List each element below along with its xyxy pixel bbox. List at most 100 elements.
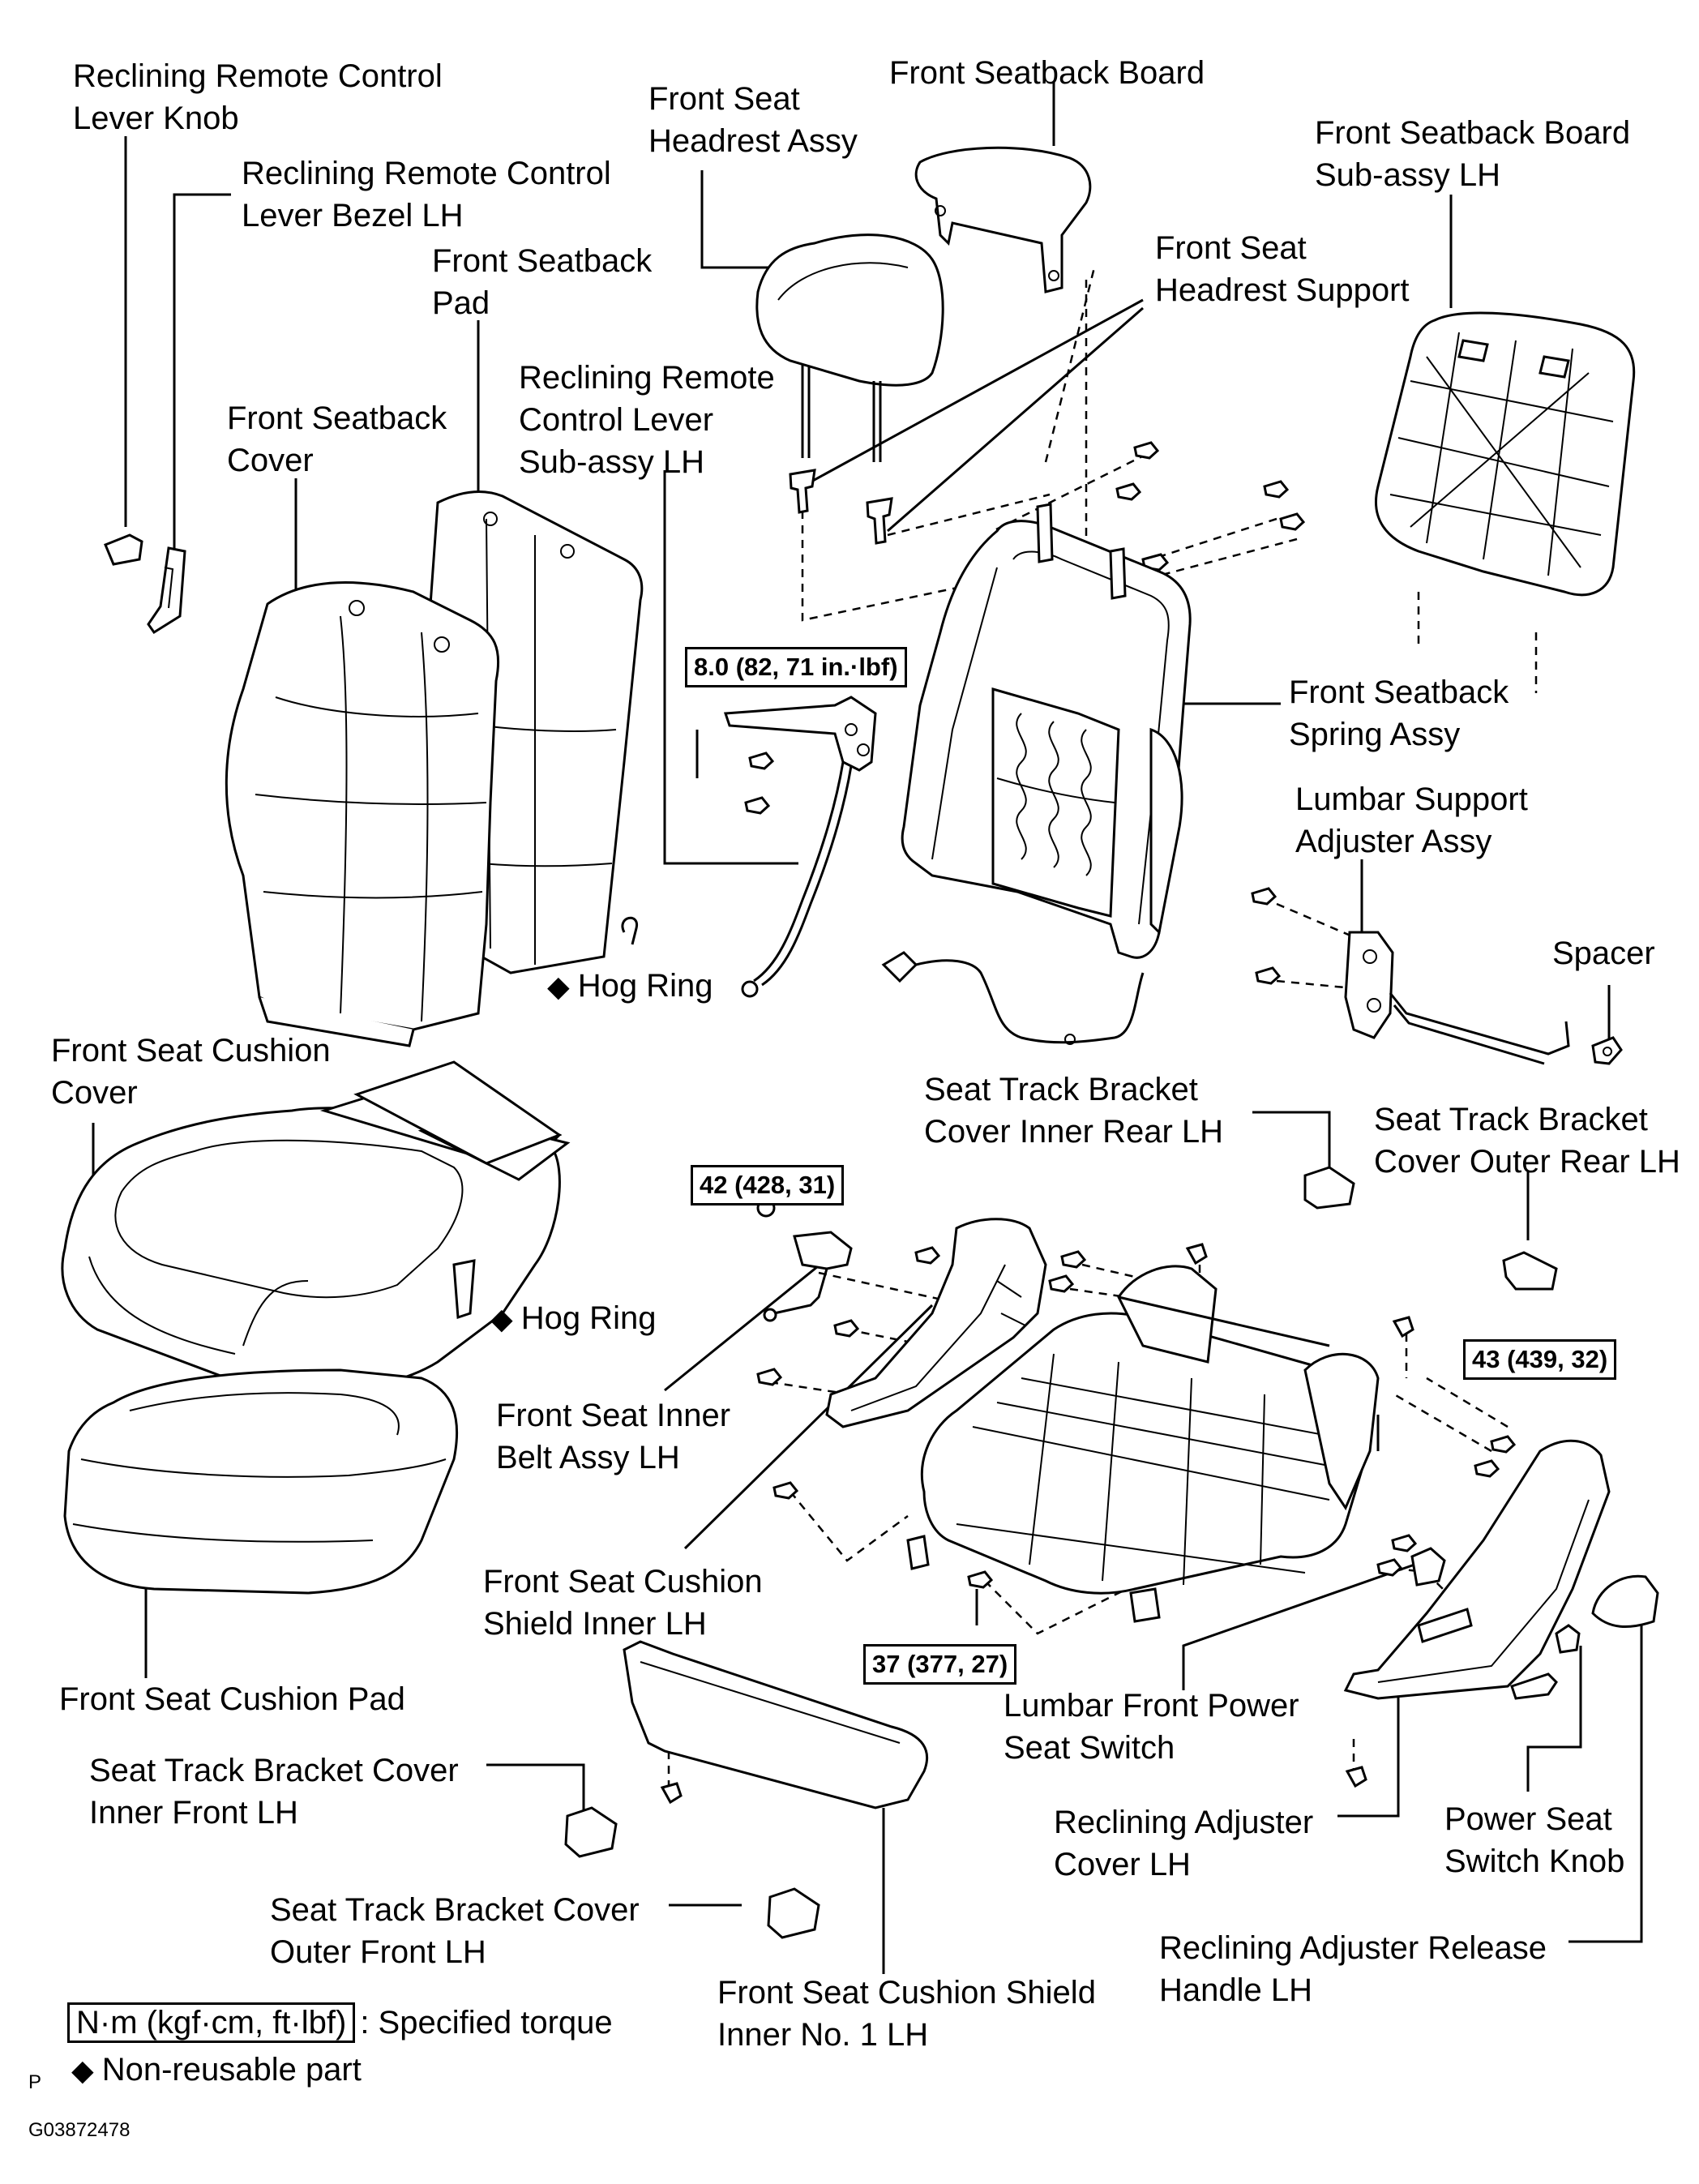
label-lever-subassy: Reclining Remote Control Lever Sub-assy …: [519, 357, 775, 483]
label-line: Sub-assy LH: [1315, 157, 1500, 193]
label-spring-assy: Front Seatback Spring Assy: [1289, 671, 1509, 756]
footer-code-letter: P: [28, 2071, 42, 2093]
label-release-handle: Reclining Adjuster Release Handle LH: [1159, 1927, 1547, 2011]
track-cover-inner-front-part: [564, 1806, 618, 1858]
label-track-inner-front: Seat Track Bracket Cover Inner Front LH: [89, 1749, 459, 1834]
legend-non-reusable: ◆Non-reusable part: [71, 2049, 362, 2092]
hog-ring-upper-icon: [621, 916, 638, 945]
label-cushion-pad: Front Seat Cushion Pad: [59, 1678, 405, 1720]
label-line: Front Seat Cushion: [483, 1564, 763, 1599]
label-inner-belt: Front Seat Inner Belt Assy LH: [496, 1394, 730, 1479]
label-line: Reclining Adjuster Release: [1159, 1930, 1547, 1966]
non-reusable-diamond-icon: ◆: [71, 2053, 94, 2087]
label-line: Control Lever: [519, 402, 714, 438]
seatback-frame-part: [901, 503, 1192, 959]
label-seatback-cover: Front Seatback Cover: [227, 397, 447, 482]
legend-torque-text: : Specified torque: [360, 2005, 613, 2041]
label-line: Cover: [51, 1075, 138, 1111]
seatback-board-subassy-part: [1374, 311, 1636, 597]
label-line: Power Seat: [1444, 1801, 1612, 1837]
label-hog-ring-upper: ◆Hog Ring: [547, 965, 713, 1008]
cushion-pad-part: [63, 1368, 459, 1595]
label-track-outer-front: Seat Track Bracket Cover Outer Front LH: [270, 1889, 640, 1973]
label-seatback-board: Front Seatback Board: [889, 52, 1205, 94]
label-line: Lumbar Front Power: [1004, 1688, 1299, 1724]
label-line: Cover Inner Rear LH: [924, 1114, 1224, 1150]
cushion-cover-part: [61, 1060, 571, 1396]
label-headrest-assy: Front Seat Headrest Assy: [648, 78, 858, 162]
label-line: Hog Ring: [577, 968, 713, 1004]
torque-box: 8.0 (82, 71 in.·lbf): [685, 647, 907, 687]
legend-non-reusable-text: Non-reusable part: [101, 2052, 362, 2088]
headrest-support-parts: [789, 469, 893, 545]
reclining-lever-subassy-part: [723, 696, 877, 998]
label-line: Inner Front LH: [89, 1795, 298, 1831]
spacer-part: [1591, 1036, 1623, 1065]
wire-harness: [881, 951, 1145, 1045]
label-line: Front Seatback: [1289, 674, 1509, 710]
label-line: Lever Knob: [73, 101, 239, 136]
label-line: Front Seat Cushion Pad: [59, 1681, 405, 1717]
label-line: Front Seat Inner: [496, 1398, 731, 1433]
legend-torque-box: N·m (kgf·cm, ft·lbf): [67, 2002, 356, 2043]
label-seatback-pad: Front Seatback Pad: [432, 240, 652, 324]
label-line: Outer Front LH: [270, 1934, 486, 1970]
reclining-adjuster-cover-part: [1343, 1439, 1611, 1700]
label-line: Front Seatback: [432, 243, 653, 279]
label-spacer: Spacer: [1552, 932, 1655, 974]
label-line: Front Seat Cushion Shield: [717, 1975, 1096, 2011]
headrest-part: [755, 233, 944, 462]
label-line: Spacer: [1552, 936, 1655, 971]
label-headrest-support: Front Seat Headrest Support: [1155, 227, 1410, 311]
label-line: Spring Assy: [1289, 717, 1461, 752]
label-line: Shield Inner LH: [483, 1606, 707, 1642]
seat-cushion-frame-part: [906, 1265, 1380, 1623]
label-line: Adjuster Assy: [1295, 824, 1492, 859]
label-line: Hog Ring: [520, 1300, 657, 1336]
cushion-shield-no1-part: [623, 1640, 929, 1809]
label-track-inner-rear: Seat Track Bracket Cover Inner Rear LH: [924, 1068, 1223, 1153]
lumbar-switch-part: [1410, 1547, 1446, 1587]
label-line: Lumbar Support: [1295, 782, 1528, 817]
label-line: Cover: [227, 443, 314, 478]
label-board-subassy: Front Seatback Board Sub-assy LH: [1315, 112, 1630, 196]
label-line: Seat Track Bracket Cover: [270, 1892, 640, 1928]
non-reusable-diamond-icon: ◆: [547, 970, 570, 1003]
label-line: Pad: [432, 285, 490, 321]
label-line: Lever Bezel LH: [242, 198, 464, 233]
seatback-cover-part: [225, 581, 500, 1047]
label-cushion-cover: Front Seat Cushion Cover: [51, 1030, 331, 1114]
label-shield-inner: Front Seat Cushion Shield Inner LH: [483, 1561, 763, 1645]
label-track-outer-rear: Seat Track Bracket Cover Outer Rear LH: [1374, 1098, 1680, 1183]
label-lever-bezel: Reclining Remote Control Lever Bezel LH: [242, 152, 611, 237]
label-lumbar-adjuster: Lumbar Support Adjuster Assy: [1295, 778, 1528, 863]
label-lever-knob: Reclining Remote Control Lever Knob: [73, 55, 443, 139]
label-lumbar-switch: Lumbar Front Power Seat Switch: [1004, 1685, 1299, 1769]
lumbar-support-adjuster-part: [1251, 887, 1570, 1065]
label-hog-ring-lower: ◆Hog Ring: [490, 1297, 656, 1340]
track-cover-inner-rear-part: [1303, 1166, 1355, 1210]
footer-figure-id: G03872478: [28, 2119, 131, 2141]
label-shield-no1: Front Seat Cushion Shield Inner No. 1 LH: [717, 1972, 1096, 2056]
label-line: Inner No. 1 LH: [717, 2017, 929, 2053]
label-line: Seat Track Bracket: [1374, 1102, 1648, 1137]
label-line: Reclining Remote Control: [242, 156, 611, 191]
label-adjuster-cover: Reclining Adjuster Cover LH: [1054, 1801, 1313, 1886]
power-seat-switch-knob-part: [1510, 1624, 1581, 1700]
label-line: Cover Outer Rear LH: [1374, 1144, 1680, 1180]
torque-box: 37 (377, 27): [863, 1644, 1017, 1685]
cushion-shield-inner-part: [825, 1218, 1047, 1428]
label-line: Front Seat: [648, 81, 800, 117]
label-line: Reclining Remote: [519, 360, 775, 396]
label-line: Switch Knob: [1444, 1844, 1625, 1879]
non-reusable-diamond-icon: ◆: [490, 1302, 513, 1335]
label-line: Front Seatback Board: [1315, 115, 1631, 151]
label-line: Seat Switch: [1004, 1730, 1175, 1766]
reclining-lever-bezel-part: [147, 546, 186, 635]
bolts-upper: [744, 441, 1306, 815]
torque-box: 43 (439, 32): [1463, 1339, 1617, 1380]
label-line: Cover LH: [1054, 1847, 1191, 1882]
torque-box: 42 (428, 31): [691, 1165, 845, 1205]
label-line: Front Seat Cushion: [51, 1033, 331, 1068]
